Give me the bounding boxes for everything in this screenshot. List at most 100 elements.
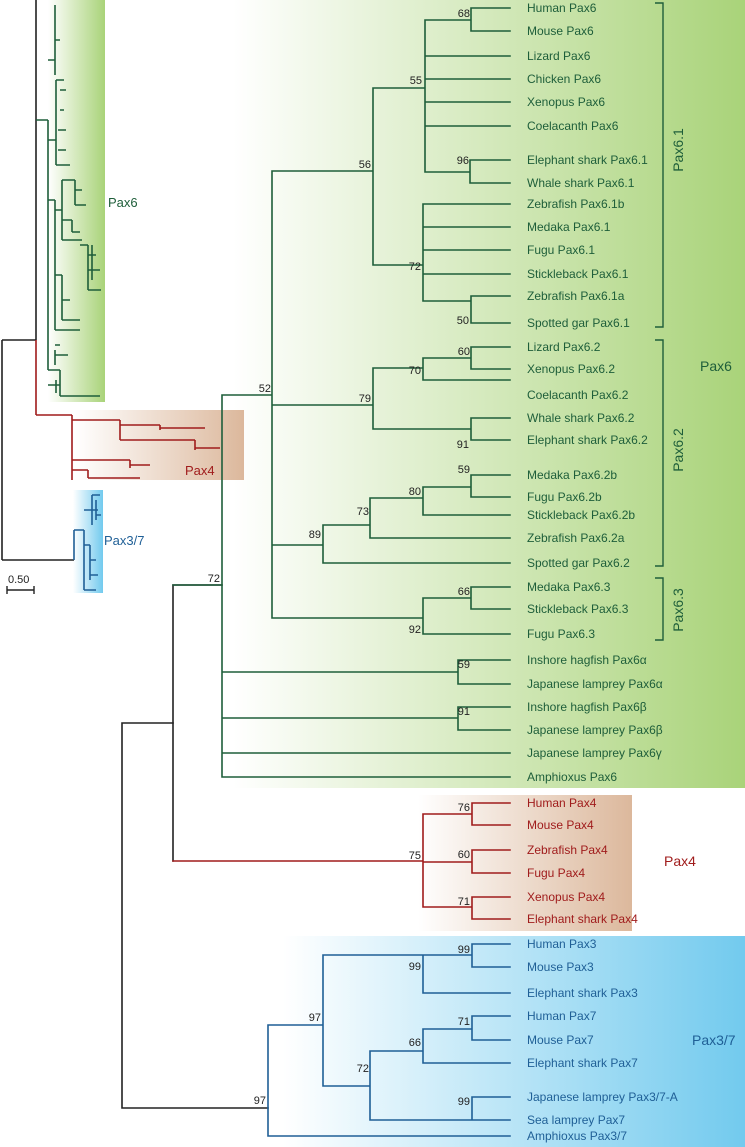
taxon-label: Elephant shark Pax6.1: [527, 153, 648, 167]
support-value: 72: [409, 261, 421, 273]
taxon-label: Inshore hagfish Pax6α: [527, 653, 647, 667]
taxon-labels: Human Pax6 Mouse Pax6 Lizard Pax6 Chicke…: [527, 1, 678, 1143]
pax6-2-group-label: Pax6.2: [670, 428, 686, 472]
taxon-label: Spotted gar Pax6.2: [527, 556, 630, 570]
support-value: 91: [457, 439, 469, 451]
taxon-label: Japanese lamprey Pax6γ: [527, 746, 662, 760]
taxon-label: Zebrafish Pax4: [527, 843, 608, 857]
pax6-1-group-label: Pax6.1: [670, 128, 686, 172]
pax37-clade-label: Pax3/7: [692, 1032, 736, 1048]
pax6-3-bracket: [655, 577, 664, 641]
taxon-label: Mouse Pax4: [527, 818, 594, 832]
taxon-label: Elephant shark Pax6.2: [527, 433, 648, 447]
taxon-label: Sea lamprey Pax7: [527, 1113, 625, 1127]
taxon-label: Mouse Pax7: [527, 1033, 594, 1047]
thumbnail-pax37-label: Pax3/7: [104, 533, 144, 548]
thumbnail-pax37-branches: [73, 494, 101, 591]
support-value: 60: [458, 346, 470, 358]
thumbnail-pax4-label: Pax4: [185, 463, 215, 478]
taxon-label: Coelacanth Pax6.2: [527, 388, 629, 402]
thumbnail-pax4-branches: [35, 340, 220, 480]
thumbnail-pax6-branches: [36, 5, 101, 397]
pax6-2-bracket: [655, 339, 664, 567]
taxon-label: Lizard Pax6.2: [527, 340, 601, 354]
taxon-label: Whale shark Pax6.2: [527, 411, 635, 425]
taxon-label: Stickleback Pax6.1: [527, 267, 629, 281]
taxon-label: Zebrafish Pax6.1a: [527, 289, 625, 303]
taxon-label: Human Pax6: [527, 1, 597, 15]
taxon-label: Medaka Pax6.2b: [527, 468, 617, 482]
taxon-label: Elephant shark Pax3: [527, 986, 638, 1000]
taxon-label: Zebrafish Pax6.2a: [527, 531, 625, 545]
taxon-label: Whale shark Pax6.1: [527, 176, 635, 190]
taxon-label: Mouse Pax3: [527, 960, 594, 974]
scale-bar: [6, 586, 35, 594]
support-value: 99: [458, 944, 470, 956]
support-value: 50: [457, 315, 469, 327]
support-value: 71: [458, 896, 470, 908]
taxon-label: Human Pax4: [527, 796, 597, 810]
taxon-label: Fugu Pax6.1: [527, 243, 595, 257]
thumbnail-root-branch: [1, 339, 74, 561]
taxon-label: Stickleback Pax6.3: [527, 602, 629, 616]
taxon-label: Human Pax3: [527, 937, 597, 951]
support-value: 68: [458, 8, 470, 20]
taxon-label: Xenopus Pax4: [527, 890, 605, 904]
support-value: 56: [359, 159, 371, 171]
pax6-1-bracket: [655, 2, 664, 328]
taxon-label: Lizard Pax6: [527, 49, 591, 63]
scale-bar-label: 0.50: [8, 574, 29, 586]
support-value: 55: [410, 75, 422, 87]
main-tree-branches: [121, 7, 511, 1137]
taxon-label: Japanese lamprey Pax3/7-A: [527, 1090, 678, 1104]
support-value: 97: [309, 1012, 321, 1024]
taxon-label: Medaka Pax6.3: [527, 580, 611, 594]
taxon-label: Xenopus Pax6: [527, 95, 605, 109]
pax37-clade-box: [283, 936, 745, 1147]
support-value: 59: [458, 464, 470, 476]
thumbnail-pax4-box: [75, 410, 244, 480]
support-value: 70: [409, 365, 421, 377]
taxon-label: Xenopus Pax6.2: [527, 362, 615, 376]
root-branches: [121, 722, 269, 1109]
taxon-label: Medaka Pax6.1: [527, 220, 611, 234]
pax4-clade-label: Pax4: [664, 853, 696, 869]
pax37-branches: [267, 943, 511, 1137]
support-value: 71: [458, 1016, 470, 1028]
support-values: 68 55 96 56 72 50 60 70 79 91 52 59 80 7…: [208, 8, 470, 1108]
taxon-label: Amphioxus Pax3/7: [527, 1129, 627, 1143]
taxon-label: Inshore hagfish Pax6β: [527, 700, 647, 714]
taxon-label: Elephant shark Pax7: [527, 1056, 638, 1070]
support-value: 76: [458, 802, 470, 814]
taxon-label: Amphioxus Pax6: [527, 770, 617, 784]
support-value: 66: [458, 586, 470, 598]
taxon-label: Coelacanth Pax6: [527, 119, 619, 133]
thumbnail-pax6-label: Pax6: [108, 195, 138, 210]
pax4-branches: [172, 802, 511, 920]
support-value: 89: [309, 529, 321, 541]
thumbnail-pax37-box: [73, 490, 103, 593]
support-value: 66: [409, 1037, 421, 1049]
support-value: 92: [409, 624, 421, 636]
support-value: 60: [458, 849, 470, 861]
pax6-clade-label: Pax6: [700, 358, 732, 374]
pax6-pax4-split: [172, 584, 223, 862]
support-value: 96: [457, 155, 469, 167]
support-value: 80: [409, 486, 421, 498]
pax6-3-group-label: Pax6.3: [670, 588, 686, 632]
support-value: 59: [458, 659, 470, 671]
support-value: 99: [409, 961, 421, 973]
taxon-label: Japanese lamprey Pax6β: [527, 723, 663, 737]
pax6-clade-box: [233, 0, 745, 788]
taxon-label: Chicken Pax6: [527, 72, 601, 86]
taxon-label: Human Pax7: [527, 1009, 597, 1023]
taxon-label: Spotted gar Pax6.1: [527, 316, 630, 330]
taxon-label: Fugu Pax6.3: [527, 627, 595, 641]
support-value: 52: [259, 383, 271, 395]
support-value: 73: [357, 506, 369, 518]
taxon-label: Mouse Pax6: [527, 24, 594, 38]
group-brackets: [655, 2, 664, 641]
pax6-branches: [172, 7, 511, 778]
support-value: 99: [458, 1096, 470, 1108]
